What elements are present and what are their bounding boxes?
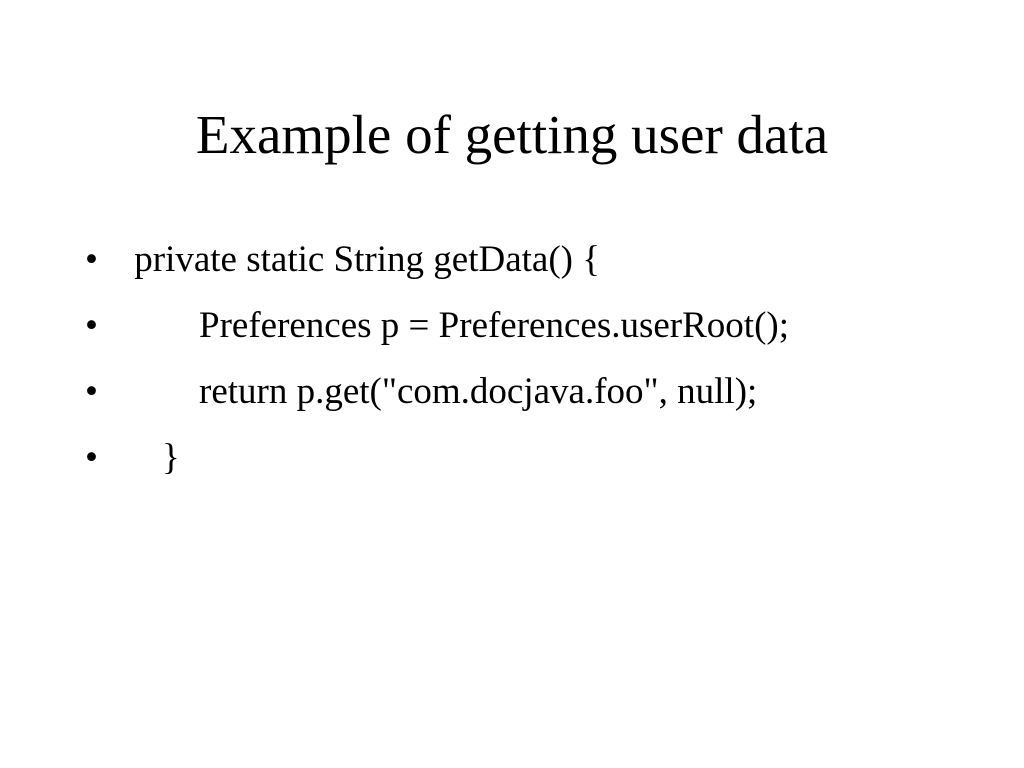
bullet-item-return: • return p.get("com.docjava.foo", null); <box>85 364 985 420</box>
bullet-list: • private static String getData() { • Pr… <box>85 232 985 496</box>
slide-title: Example of getting user data <box>195 104 829 165</box>
bullet-item-close-brace: • } <box>85 430 985 486</box>
bullet-text: } <box>125 437 180 478</box>
bullet-marker: • <box>85 305 98 346</box>
bullet-marker: • <box>85 437 98 478</box>
bullet-item-preferences: • Preferences p = Preferences.userRoot()… <box>85 298 985 354</box>
bullet-text: private static String getData() { <box>125 239 600 280</box>
bullet-marker: • <box>85 239 98 280</box>
bullet-item-getdata: • private static String getData() { <box>85 232 985 288</box>
bullet-text: return p.get("com.docjava.foo", null); <box>125 371 758 412</box>
bullet-marker: • <box>85 371 98 412</box>
bullet-text: Preferences p = Preferences.userRoot(); <box>125 305 789 346</box>
